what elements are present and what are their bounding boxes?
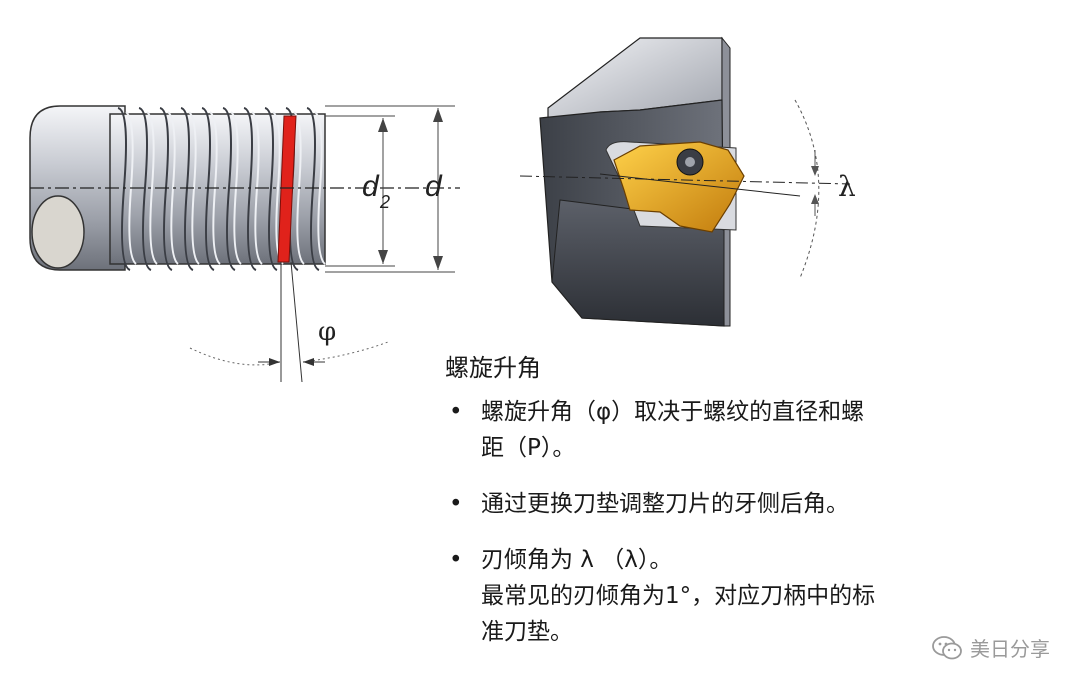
wechat-icon <box>932 635 962 659</box>
watermark: 美日分享 <box>932 633 1050 662</box>
thread-highlight <box>314 111 326 265</box>
thread-crest <box>222 107 236 271</box>
bullet-line: 螺旋升角（φ）取决于螺纹的直径和螺 <box>481 399 865 425</box>
svg-text:d: d <box>362 170 380 203</box>
cutting-insert <box>613 141 745 233</box>
bullet-dot: • <box>449 547 463 573</box>
bullet-dot: • <box>449 491 463 517</box>
svg-text:2: 2 <box>379 192 390 212</box>
bullet-item: • 螺旋升角（φ）取决于螺纹的直径和螺 距（P）。 <box>445 394 1045 466</box>
phi-angle <box>189 261 389 383</box>
watermark-text: 美日分享 <box>970 637 1050 661</box>
phi-label: φ <box>318 317 336 347</box>
bullet-line: 距（P）。 <box>481 435 576 461</box>
lambda-label: λ <box>838 170 856 203</box>
explanation-text: 螺旋升角 • 螺旋升角（φ）取决于螺纹的直径和螺 距（P）。 • 通过更换刀垫调… <box>445 352 1045 670</box>
thread-crest <box>138 107 152 271</box>
shaft-end-face <box>31 195 85 269</box>
helix-band <box>277 115 297 263</box>
bullet-item: • 通过更换刀垫调整刀片的牙侧后角。 <box>445 486 1045 522</box>
d-label: d <box>425 170 443 203</box>
bullet-line: 刃倾角为 λ （λ）。 <box>481 547 673 573</box>
bullet-list: • 螺旋升角（φ）取决于螺纹的直径和螺 距（P）。 • 通过更换刀垫调整刀片的牙… <box>445 394 1045 650</box>
bullet-line: 通过更换刀垫调整刀片的牙侧后角。 <box>481 491 849 517</box>
d2-label: d 2 <box>362 170 390 212</box>
thread-highlight <box>146 111 158 265</box>
threaded-shaft <box>29 105 460 271</box>
lambda-angle <box>794 99 820 279</box>
dimension-lines <box>325 105 455 273</box>
bullet-item: • 刃倾角为 λ （λ）。 最常见的刃倾角为1°，对应刀柄中的标 准刀垫。 <box>445 542 1045 650</box>
thread-crest <box>264 107 278 271</box>
bullet-line: 准刀垫。 <box>481 619 573 645</box>
bullet-line: 最常见的刃倾角为1°，对应刀柄中的标 <box>481 583 876 609</box>
section-heading: 螺旋升角 <box>445 354 541 382</box>
threading-tool <box>519 36 851 327</box>
bullet-dot: • <box>449 399 463 425</box>
